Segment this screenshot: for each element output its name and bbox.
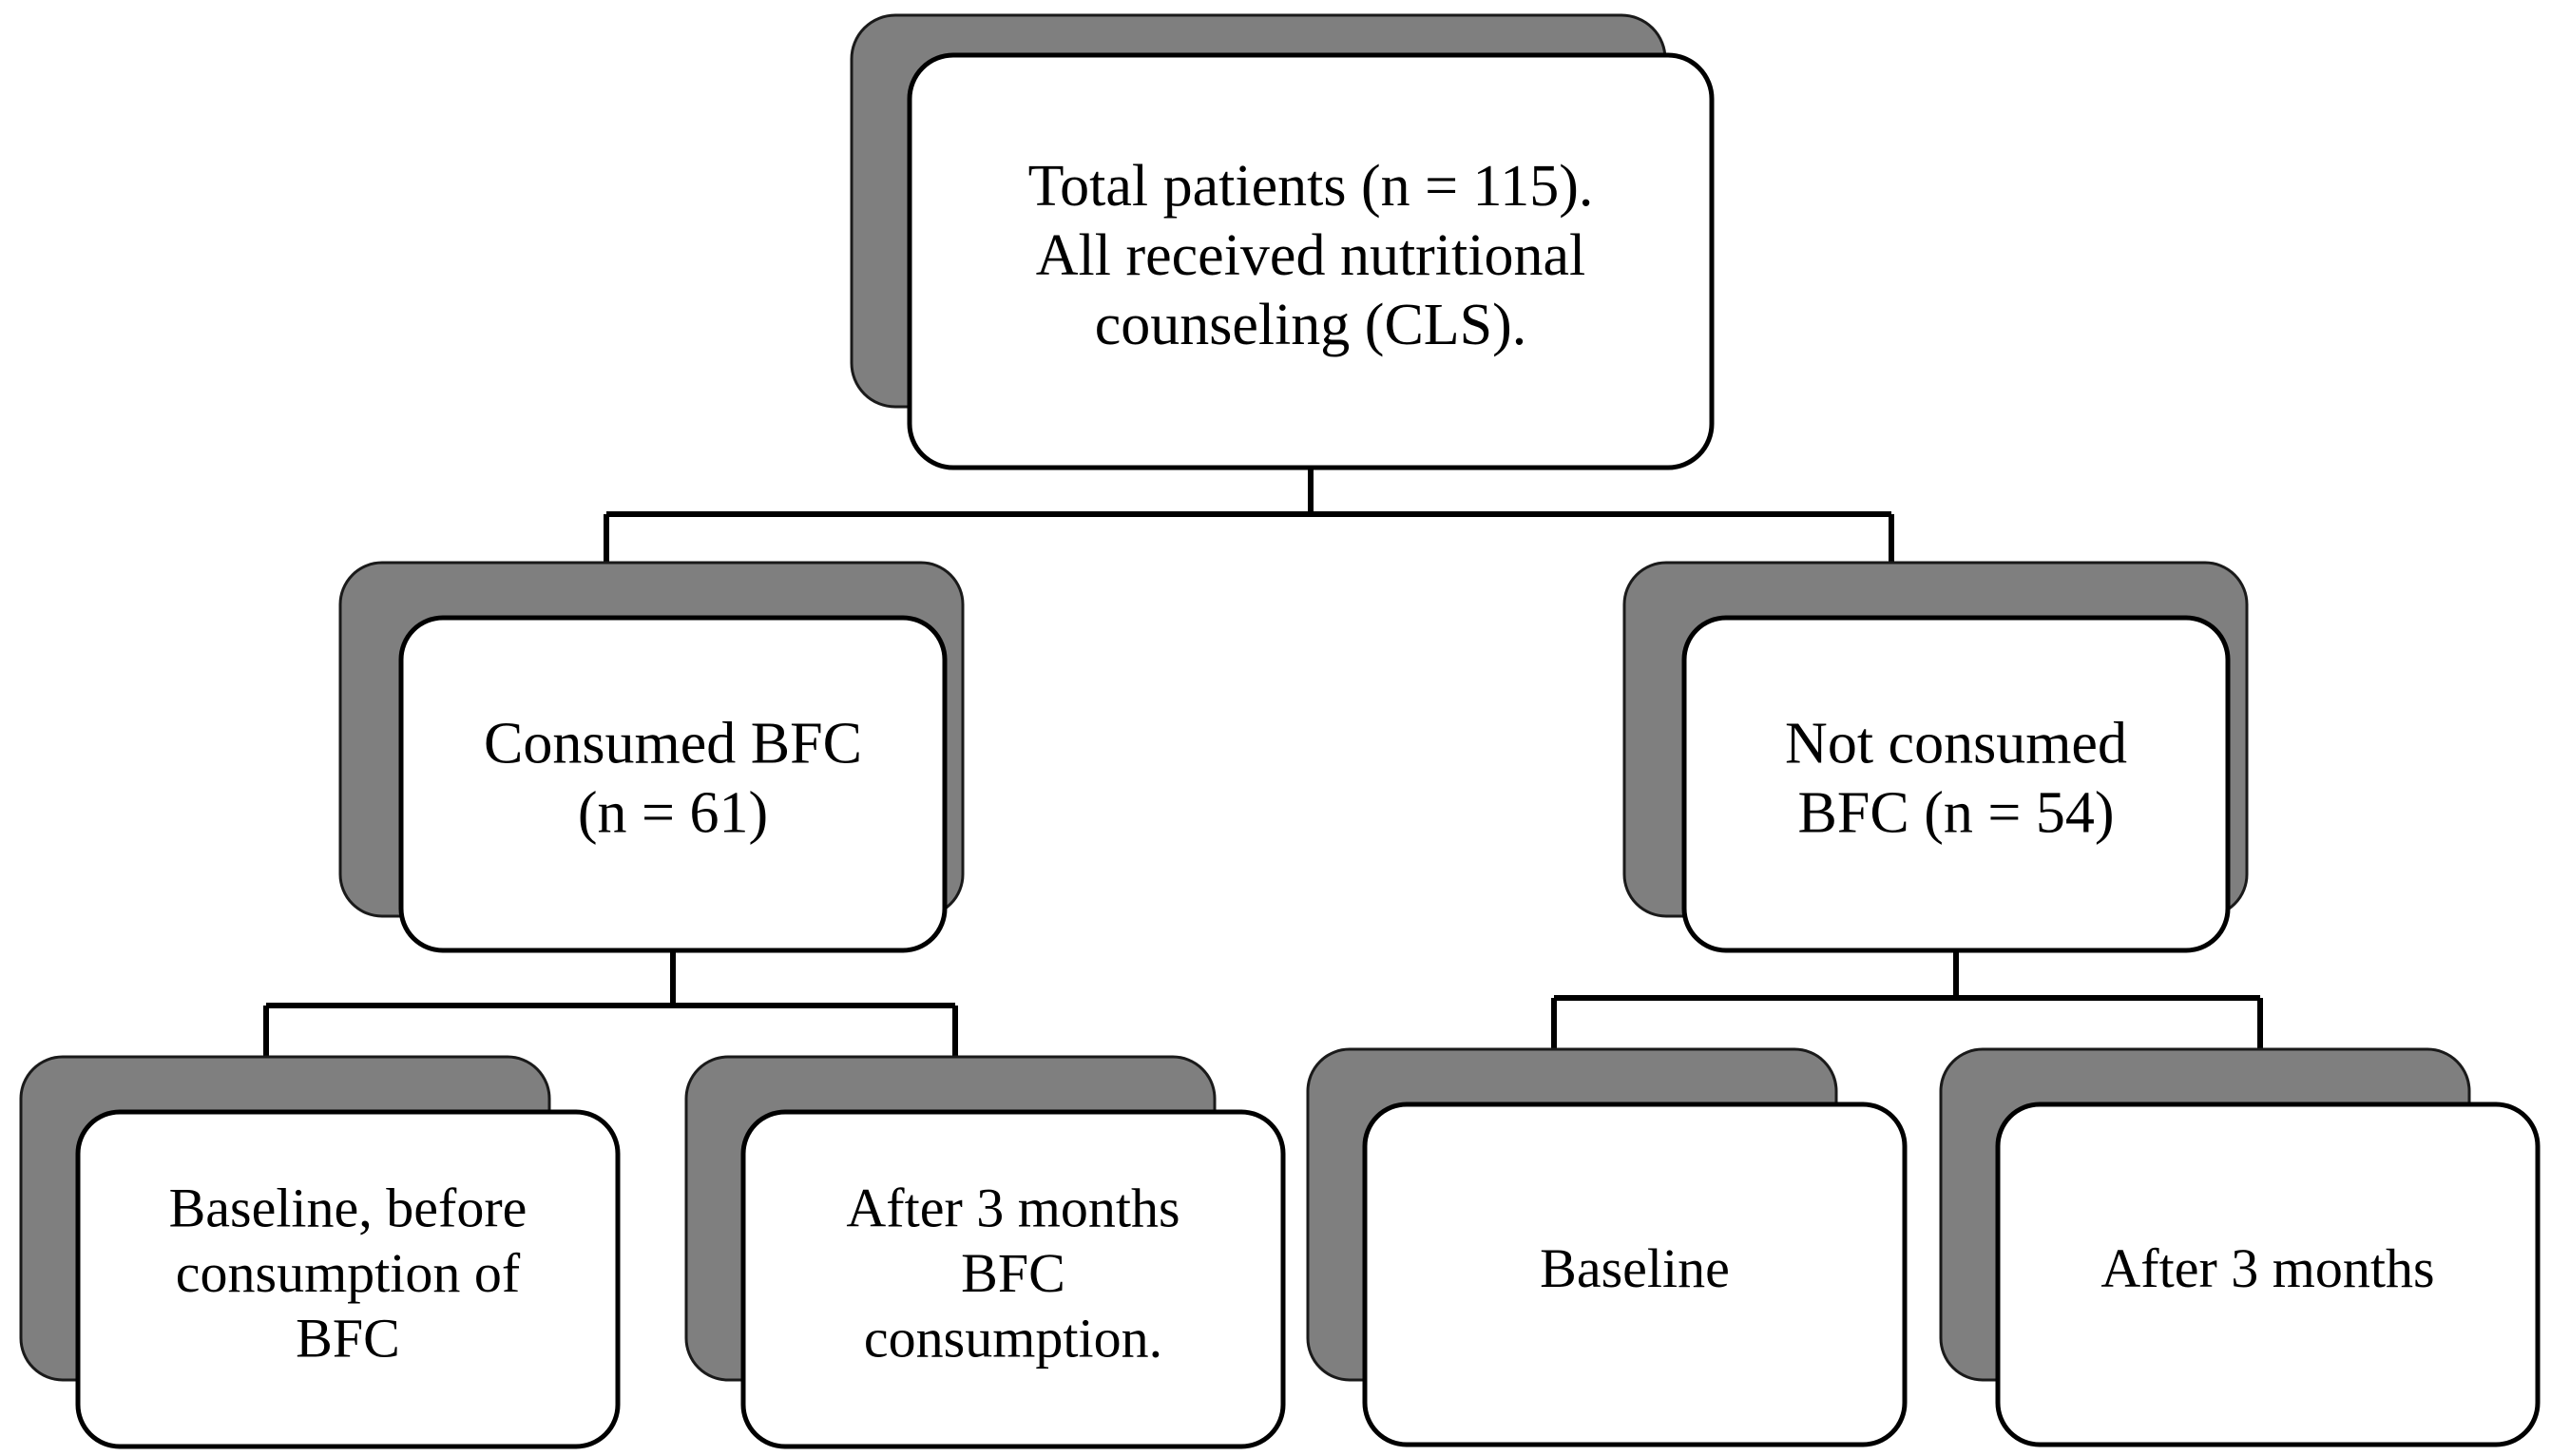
- node-label-line: consumption.: [864, 1308, 1162, 1370]
- node-label-total-patients: Total patients (n = 115).All received nu…: [1028, 154, 1594, 357]
- node-label-line: Baseline, before: [169, 1178, 527, 1239]
- connector-consumed-split: [263, 950, 958, 1061]
- node-label-baseline: Baseline: [1540, 1237, 1730, 1299]
- node-label-line: Baseline: [1540, 1237, 1730, 1299]
- node-after-3-months[interactable]: After 3 months: [1939, 1047, 2541, 1447]
- node-box-not-consumed-bfc: [1681, 615, 2231, 953]
- node-label-line: Not consumed: [1785, 712, 2127, 776]
- node-box-after-3-months-bfc-consumption: [740, 1109, 1286, 1449]
- node-label-line: counseling (CLS).: [1095, 293, 1527, 357]
- node-consumed-bfc[interactable]: Consumed BFC(n = 61): [338, 561, 965, 953]
- node-box-baseline-before-bfc: [75, 1109, 621, 1449]
- connector-layer: [263, 468, 2263, 1061]
- node-layer: Total patients (n = 115).All received nu…: [19, 13, 2541, 1449]
- node-label-line: After 3 months: [846, 1178, 1180, 1239]
- node-box-after-3-months: [1995, 1102, 2541, 1447]
- connector-root-split: [604, 468, 1894, 566]
- node-label-line: consumption of: [176, 1242, 521, 1304]
- node-label-after-3-months: After 3 months: [2100, 1237, 2434, 1299]
- node-label-line: All received nutritional: [1036, 223, 1585, 288]
- node-label-line: BFC (n = 54): [1798, 781, 2115, 846]
- node-label-line: BFC: [961, 1242, 1065, 1304]
- node-box-baseline: [1362, 1102, 1908, 1447]
- node-box-consumed-bfc: [398, 615, 948, 953]
- node-box-total-patients: [907, 52, 1715, 470]
- node-label-consumed-bfc: Consumed BFC(n = 61): [484, 712, 862, 846]
- node-label-line: Consumed BFC: [484, 712, 862, 776]
- node-total-patients[interactable]: Total patients (n = 115).All received nu…: [850, 13, 1715, 470]
- connector-not-consumed-split: [1551, 950, 2263, 1053]
- node-label-line: Total patients (n = 115).: [1028, 154, 1594, 219]
- node-label-line: BFC: [296, 1308, 400, 1370]
- node-baseline[interactable]: Baseline: [1306, 1047, 1908, 1447]
- node-label-line: (n = 61): [578, 781, 768, 846]
- node-label-line: After 3 months: [2100, 1237, 2434, 1299]
